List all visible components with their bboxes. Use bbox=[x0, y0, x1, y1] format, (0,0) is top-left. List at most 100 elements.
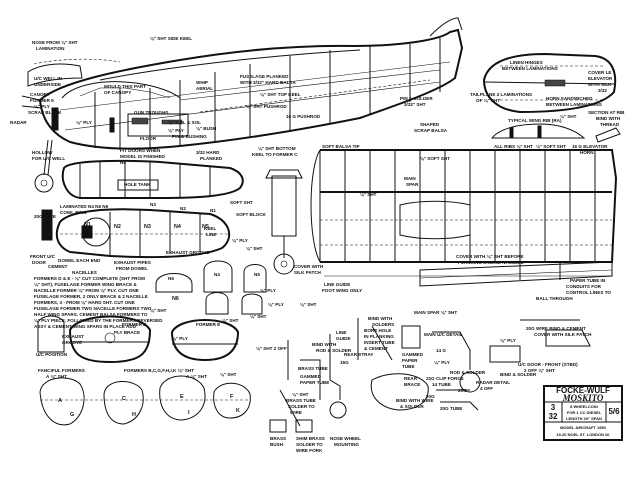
annotation: SHIM BRASS bbox=[296, 436, 325, 441]
annotation: HALF WING SPARS. CEMENT BALSA FORMERS TO bbox=[34, 312, 148, 317]
annotation: ⅛" SHT PUSHROD bbox=[246, 104, 287, 109]
annotation: FROM DOWEL bbox=[116, 266, 148, 271]
annotation: FLOOR bbox=[140, 136, 157, 141]
title-line1: FOR 1 CC DIESEL bbox=[567, 410, 602, 415]
annotation: FUSELAGE PLANKED bbox=[240, 74, 289, 79]
annotation: & SOLDER bbox=[400, 404, 424, 409]
annotation: CONDUITS FOR bbox=[566, 284, 602, 289]
annotation: WHIP bbox=[196, 80, 208, 85]
annotation: REAR STRAY bbox=[344, 352, 373, 357]
annotation: N5 bbox=[120, 160, 126, 165]
annotation: ⅛" PLY bbox=[232, 238, 248, 243]
scale-right: 5/6 bbox=[608, 407, 620, 416]
annotation: BETWEEN LAMINATIONS bbox=[502, 66, 558, 71]
annotation: 2 OFF ⅛" SHT bbox=[524, 368, 555, 373]
former-letter: H bbox=[132, 412, 136, 418]
annotation: SCRAP BLOCK bbox=[28, 110, 62, 115]
annotation: TUBE bbox=[402, 364, 415, 369]
annotation: 20G TUBE bbox=[440, 406, 462, 411]
annotation: NACELLE FORMER ⅛" FROM ⅛" PLY. CUT ONE bbox=[34, 288, 139, 293]
annotation: SCRAP BALSA bbox=[414, 128, 448, 133]
annotation: NACELLES bbox=[72, 270, 97, 275]
annotation: ⅛" SOFT SHT bbox=[536, 144, 566, 149]
annotation: THREAD bbox=[600, 122, 620, 127]
annotation: PLY BRACE bbox=[114, 330, 140, 335]
annotation: FORMER E bbox=[196, 322, 220, 327]
fuselage-formers bbox=[94, 38, 441, 150]
wing-plan-view bbox=[310, 149, 618, 280]
annotation: 4 OFF bbox=[480, 386, 493, 391]
annotation: COWL RING bbox=[60, 210, 87, 215]
plan-annotations: NOSE FROM ⅛" SHT LAMINATION U/C WELL IN … bbox=[10, 36, 625, 453]
annotation: N4 bbox=[214, 272, 220, 277]
annotation: 16 G ELEVATOR bbox=[572, 144, 608, 149]
title-line4: 19-20 NOEL ST. LONDON W. bbox=[556, 432, 610, 437]
annotation: ⅛" PLY bbox=[34, 104, 50, 109]
title-line2: LENGTH 20" SPAN bbox=[566, 416, 602, 421]
annotation: N1 bbox=[210, 208, 216, 213]
annotation: UNDERSIDE bbox=[34, 82, 61, 87]
annotation: KEEL TO FORMER C bbox=[252, 152, 298, 157]
annotation: ⅛" SHT bbox=[560, 114, 577, 119]
annotation: ⅛" SHT bbox=[246, 246, 263, 251]
annotation: ALL RIBS ⅛" SHT bbox=[494, 144, 533, 149]
annotation: BRASS bbox=[270, 436, 286, 441]
annotation: WITH SILK bbox=[588, 82, 612, 87]
former-letter: F bbox=[230, 394, 234, 400]
annotation: SHAPED bbox=[420, 122, 440, 127]
annotation: BIND WITH bbox=[596, 116, 621, 121]
annotation: BUSH bbox=[270, 442, 284, 447]
annotation: 3/32" SHT bbox=[404, 102, 426, 107]
wire-gauge: 16G bbox=[340, 360, 349, 365]
annotation: PAPER bbox=[402, 358, 418, 363]
annotation: ⅛" SHT TOP KEEL bbox=[260, 92, 301, 97]
annotation: MOUNTING bbox=[334, 442, 359, 447]
annotation: HORN SANDWICHED bbox=[546, 96, 593, 101]
annotation: ROD & SOLDER bbox=[316, 348, 352, 353]
annotation: GAMMED bbox=[300, 374, 322, 379]
annotation: FANCIFUL FORMERS bbox=[38, 368, 85, 373]
nacelle-side-view bbox=[61, 159, 244, 199]
former-letter: A bbox=[58, 398, 62, 404]
annotation: 20G WIRE BIND & CEMENT bbox=[526, 326, 586, 331]
annotation: ⅛" PLY PIECE. FOLLOWED BY THE FORMERS RE… bbox=[34, 318, 163, 323]
annotation: WITH 3/32" HARD BALSA bbox=[240, 80, 296, 85]
annotation: U/C WELL IN bbox=[34, 76, 63, 81]
nacelle-former-label: N6 bbox=[172, 296, 179, 302]
annotation: DOOR bbox=[32, 260, 46, 265]
annotation: FOOT WING ONLY bbox=[322, 288, 362, 293]
annotation: HORN bbox=[580, 150, 594, 155]
annotation: ⅛" SHT). FUSELAGE FORMER WING BRACE & bbox=[34, 282, 137, 287]
annotation: ⅛" PLY bbox=[268, 302, 284, 307]
nose-landing-gear bbox=[34, 139, 54, 193]
annotation: ⅛" S.BL & SOL bbox=[168, 120, 201, 125]
annotation: FORMERS D & E - ⅛" CUT COMPLETE (SHT FRO… bbox=[34, 276, 145, 281]
annotation: MAIN SPAR ⅛" SHT bbox=[414, 310, 457, 315]
annotation: COVER WITH SILK PATCH bbox=[534, 332, 592, 337]
annotation: N5 bbox=[254, 272, 260, 277]
annotation: BRASS TUBE bbox=[286, 398, 316, 403]
title-block: FOCKE-WULF MOSKITO 3 32 5/6 8 WHEELCOIN … bbox=[543, 385, 623, 441]
annotation: 14 TUBE bbox=[432, 382, 451, 387]
former-letter: E bbox=[180, 394, 184, 400]
annotation: FUSELAGE FORMER TWO NACELLE FORMERS TWO bbox=[34, 306, 152, 311]
annotation: ⅛" PLY bbox=[500, 338, 516, 343]
title-maker: FOCKE-WULF bbox=[556, 386, 610, 395]
annotation: SECTION AT RIB bbox=[588, 110, 625, 115]
annotation: NOSE FROM ⅛" SHT bbox=[32, 40, 78, 45]
annotation: FOR U/C WELL bbox=[32, 156, 65, 161]
annotation: SOFT BALSA TIP bbox=[322, 144, 360, 149]
former-letter: K bbox=[236, 408, 240, 414]
annotation: ⅛" SHT bbox=[222, 318, 239, 323]
annotation: LAMINATED bbox=[60, 204, 87, 209]
annotation: ⅛" PLY bbox=[76, 120, 92, 125]
annotation: BIND WITH bbox=[312, 342, 337, 347]
wire-gauge: 20G bbox=[458, 388, 467, 393]
annotation: FRONT U/C bbox=[30, 254, 56, 259]
annotation: MODEL IS FINISHED bbox=[120, 154, 166, 159]
annotation: FORMER D bbox=[122, 322, 147, 327]
annotation: SOLDER TO bbox=[296, 442, 323, 447]
nacelle-formers bbox=[155, 260, 267, 315]
annotation: N6 bbox=[168, 276, 174, 281]
undercarriage-details bbox=[269, 318, 591, 433]
